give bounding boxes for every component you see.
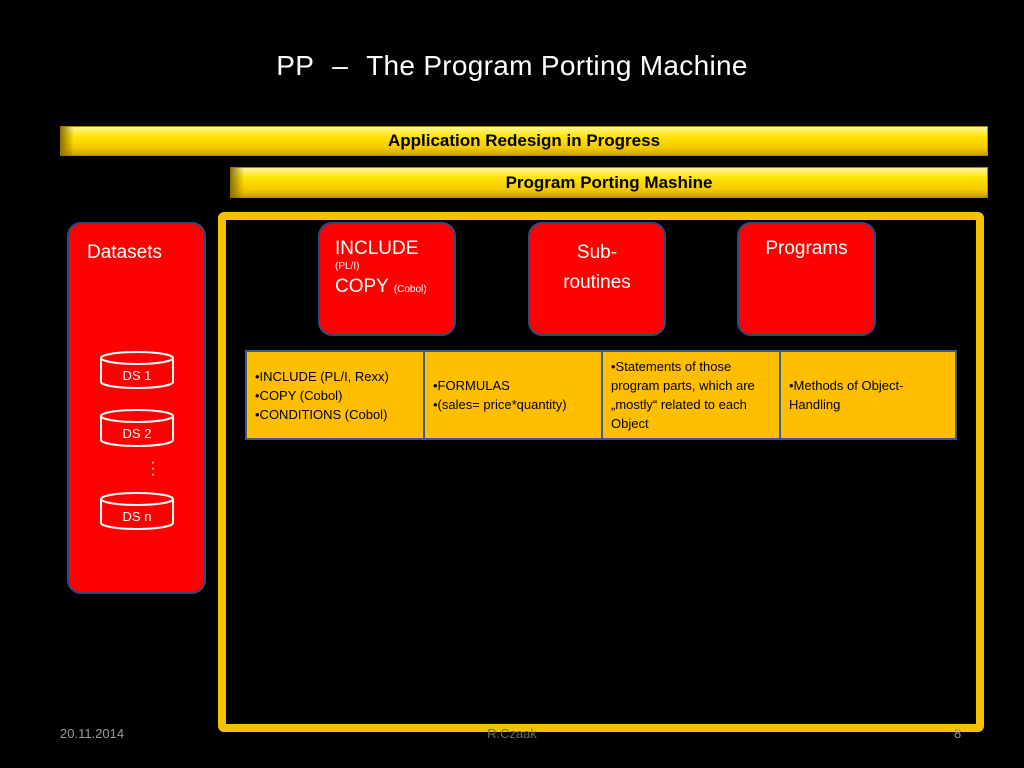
table-cell-line: •FORMULAS bbox=[433, 378, 510, 393]
footer-date: 20.11.2014 bbox=[60, 726, 125, 741]
programs-label: Programs bbox=[765, 238, 848, 259]
table-cell-formulas: •FORMULAS •(sales= price*quantity) bbox=[425, 352, 603, 438]
table-cell-line: •Methods of Object-Handling bbox=[789, 378, 904, 412]
ellipsis-vertical-icon: ··· bbox=[150, 454, 156, 483]
banner-program-porting-label: Program Porting Mashine bbox=[505, 172, 713, 192]
footer-author: R.Czaak bbox=[487, 726, 537, 741]
banner-program-porting: Program Porting Mashine bbox=[230, 167, 988, 198]
copy-label: COPY bbox=[335, 276, 389, 297]
include-sublabel: (PL/I) bbox=[335, 261, 360, 272]
table-cell-statements: •Statements of those program parts, whic… bbox=[603, 352, 781, 438]
programs-box: Programs bbox=[737, 222, 876, 336]
title-separator: – bbox=[332, 50, 349, 81]
copy-sublabel: (Cobol) bbox=[393, 284, 427, 295]
table-cell-line: •Statements of those program parts, whic… bbox=[611, 359, 755, 431]
subroutines-label-line1: Sub- bbox=[576, 242, 618, 263]
dataset-label: DS 1 bbox=[122, 368, 152, 383]
banner-application-redesign: Application Redesign in Progress bbox=[60, 126, 988, 156]
database-cylinder-icon: DS 1 bbox=[99, 350, 175, 389]
dataset-label: DS 2 bbox=[122, 426, 152, 441]
datasets-label: Datasets bbox=[87, 242, 162, 263]
porting-details-table: •INCLUDE (PL/I, Rexx) •COPY (Cobol) •CON… bbox=[245, 350, 957, 440]
title-abbreviation: PP bbox=[276, 50, 315, 81]
dataset-label: DS n bbox=[122, 509, 152, 524]
slide-title: PP–The Program Porting Machine bbox=[0, 50, 1024, 82]
footer-page-number: 8 bbox=[954, 726, 962, 741]
include-copy-box: INCLUDE (PL/I) COPY (Cobol) bbox=[318, 222, 456, 336]
banner-application-redesign-label: Application Redesign in Progress bbox=[387, 131, 661, 150]
table-cell-include: •INCLUDE (PL/I, Rexx) •COPY (Cobol) •CON… bbox=[247, 352, 425, 438]
title-text: The Program Porting Machine bbox=[366, 50, 748, 81]
table-cell-line: •CONDITIONS (Cobol) bbox=[255, 406, 388, 422]
datasets-panel: Datasets DS 1 DS 2 ··· DS n bbox=[67, 222, 206, 594]
database-cylinder-icon: DS n bbox=[99, 491, 175, 530]
database-cylinder-icon: DS 2 bbox=[99, 408, 175, 447]
table-cell-line: •(sales= price*quantity) bbox=[433, 397, 567, 412]
subroutines-box: Sub- routines bbox=[528, 222, 666, 336]
table-cell-methods: •Methods of Object-Handling bbox=[781, 352, 955, 438]
include-label: INCLUDE bbox=[335, 238, 419, 259]
table-cell-line: •INCLUDE (PL/I, Rexx) bbox=[255, 368, 389, 384]
table-cell-line: •COPY (Cobol) bbox=[255, 387, 343, 403]
subroutines-label-line2: routines bbox=[563, 272, 631, 293]
